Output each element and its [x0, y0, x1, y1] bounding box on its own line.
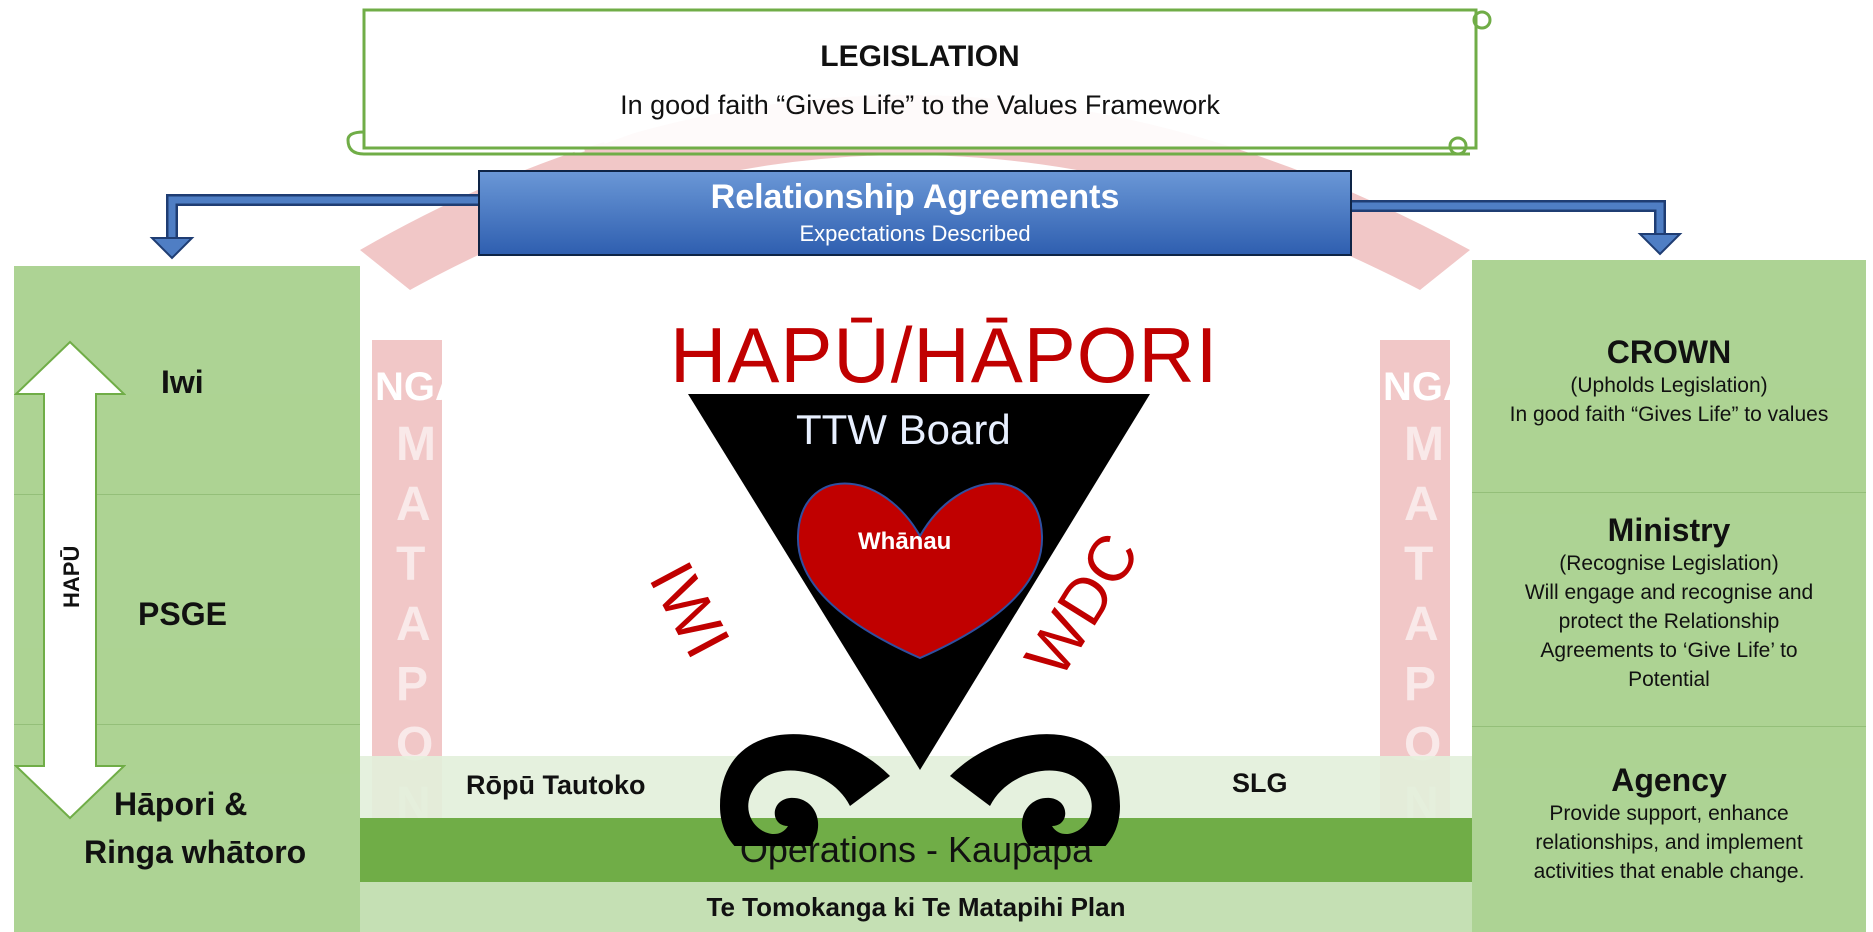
pillar-letter: T	[396, 538, 425, 591]
pillar-letter: M	[396, 418, 436, 471]
ropu-tautoko-label: Rōpū Tautoko	[466, 770, 646, 800]
pillar-letter: P	[396, 658, 428, 711]
pillar-left	[372, 340, 442, 820]
ministry-line-4: Agreements to ‘Give Life’ to	[1540, 639, 1798, 662]
agency-line-2: relationships, and implement	[1535, 831, 1803, 854]
plan-bar: Te Tomokanga ki Te Matapihi Plan	[360, 882, 1472, 932]
relationship-agreements-box: Relationship Agreements Expectations Des…	[478, 170, 1352, 256]
pillar-right	[1380, 340, 1450, 820]
ministry-line-2: Will engage and recognise and	[1524, 581, 1814, 604]
left-cell-divider-2	[14, 724, 360, 932]
agency-block: Agency Provide support, enhance relation…	[1472, 762, 1866, 886]
pillar-letter: T	[1404, 538, 1433, 591]
koru-right-icon	[950, 734, 1120, 846]
pillar-letter: P	[1404, 658, 1436, 711]
pillar-letter: A	[396, 598, 431, 651]
ministry-line-3: protect the Relationship	[1558, 610, 1780, 633]
whanau-label: Whānau	[858, 528, 952, 555]
left-label-ringa: Ringa whātoro	[84, 834, 307, 870]
legislation-subtitle: In good faith “Gives Life” to the Values…	[620, 90, 1220, 120]
right-connector-arrow	[1350, 200, 1683, 256]
ministry-line-5: Potential	[1628, 668, 1710, 691]
legislation-scroll	[346, 8, 1492, 156]
left-label-psge: PSGE	[138, 596, 227, 632]
right-column	[1472, 260, 1866, 932]
right-cell-divider-1	[1472, 492, 1866, 726]
pillar-letter: A	[396, 478, 431, 531]
left-label-hapori: Hāpori &	[114, 786, 248, 822]
pillar-right-nga: NGA	[1383, 365, 1472, 409]
left-cell-divider-1	[14, 494, 360, 724]
pillar-left-nga: NGA	[375, 365, 464, 409]
agency-line-3: activities that enable change.	[1533, 860, 1805, 883]
koru-left-icon	[720, 734, 890, 846]
center-triangle-graphic	[688, 394, 1150, 846]
ministry-heading: Ministry	[1607, 512, 1731, 548]
pillar-letter: A	[1404, 478, 1439, 531]
connector-arrows	[149, 194, 1683, 260]
ttw-board-label: TTW Board	[796, 406, 1011, 453]
crown-heading: CROWN	[1606, 334, 1732, 370]
heart-shape	[796, 482, 1044, 660]
crown-line-1: (Upholds Legislation)	[1570, 374, 1768, 397]
slg-label: SLG	[1232, 768, 1288, 798]
left-connector-arrow	[149, 194, 480, 260]
relationship-title: Relationship Agreements	[710, 178, 1120, 216]
support-band	[360, 756, 1472, 818]
left-label-iwi: Iwi	[161, 364, 204, 400]
hapu-vertical-label: HAPŪ	[59, 545, 84, 608]
relationship-subtitle: Expectations Described	[799, 221, 1031, 246]
pillar-letter: A	[1404, 598, 1439, 651]
crown-block: CROWN (Upholds Legislation) In good fait…	[1472, 334, 1866, 429]
pillar-letter: M	[1404, 418, 1444, 471]
hapu-double-arrow	[14, 340, 126, 820]
agency-line-1: Provide support, enhance	[1549, 802, 1789, 825]
hapu-hapori-title: HAPŪ/HĀPORI	[670, 311, 1219, 399]
agency-heading: Agency	[1611, 762, 1727, 798]
crown-line-2: In good faith “Gives Life” to values	[1509, 403, 1829, 426]
ministry-line-1: (Recognise Legislation)	[1559, 552, 1779, 575]
right-cell-divider-2	[1472, 726, 1866, 932]
ministry-block: Ministry (Recognise Legislation) Will en…	[1472, 512, 1866, 694]
legislation-title: LEGISLATION	[820, 40, 1020, 73]
